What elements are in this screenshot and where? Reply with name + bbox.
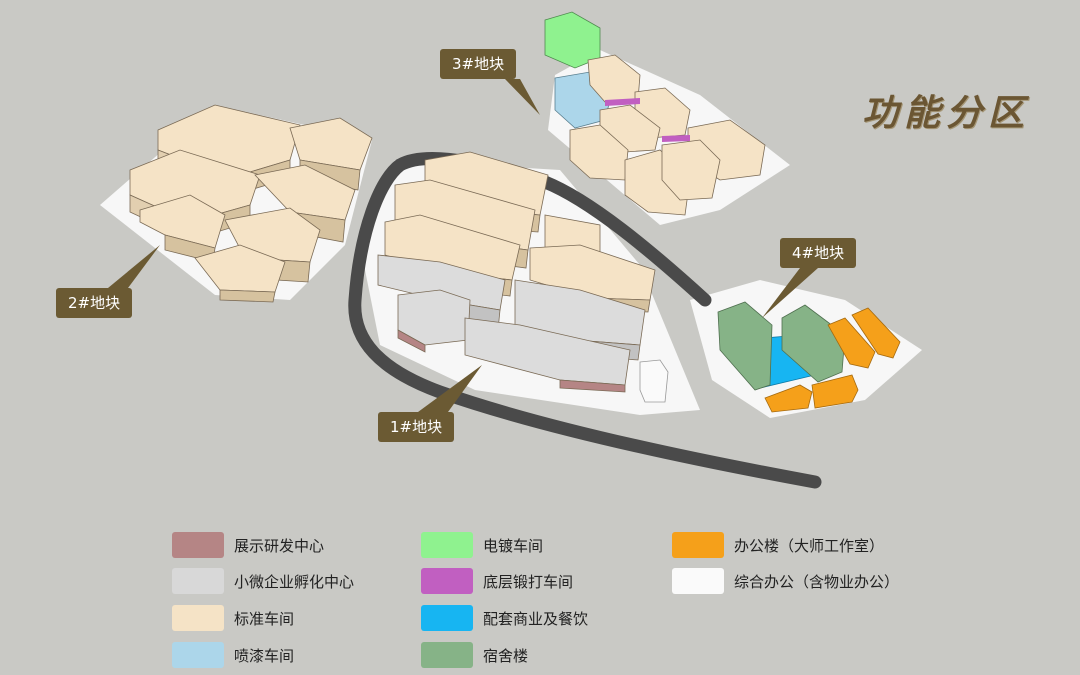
plot-3-label: 3#地块 — [440, 49, 517, 79]
plot-4-buildings — [717, 301, 901, 413]
plot-2-label: 2#地块 — [56, 288, 133, 318]
plot-4-label: 4#地块 — [780, 238, 857, 268]
plot-3-buildings — [544, 11, 766, 216]
plot-1-label: 1#地块 — [378, 412, 455, 442]
plot-1-buildings — [377, 151, 669, 403]
road-connector — [538, 175, 712, 307]
plot-2-buildings — [129, 104, 373, 303]
label-pointers — [108, 79, 818, 412]
diagram-title: 功能分区 — [862, 92, 1031, 134]
road — [348, 152, 822, 489]
